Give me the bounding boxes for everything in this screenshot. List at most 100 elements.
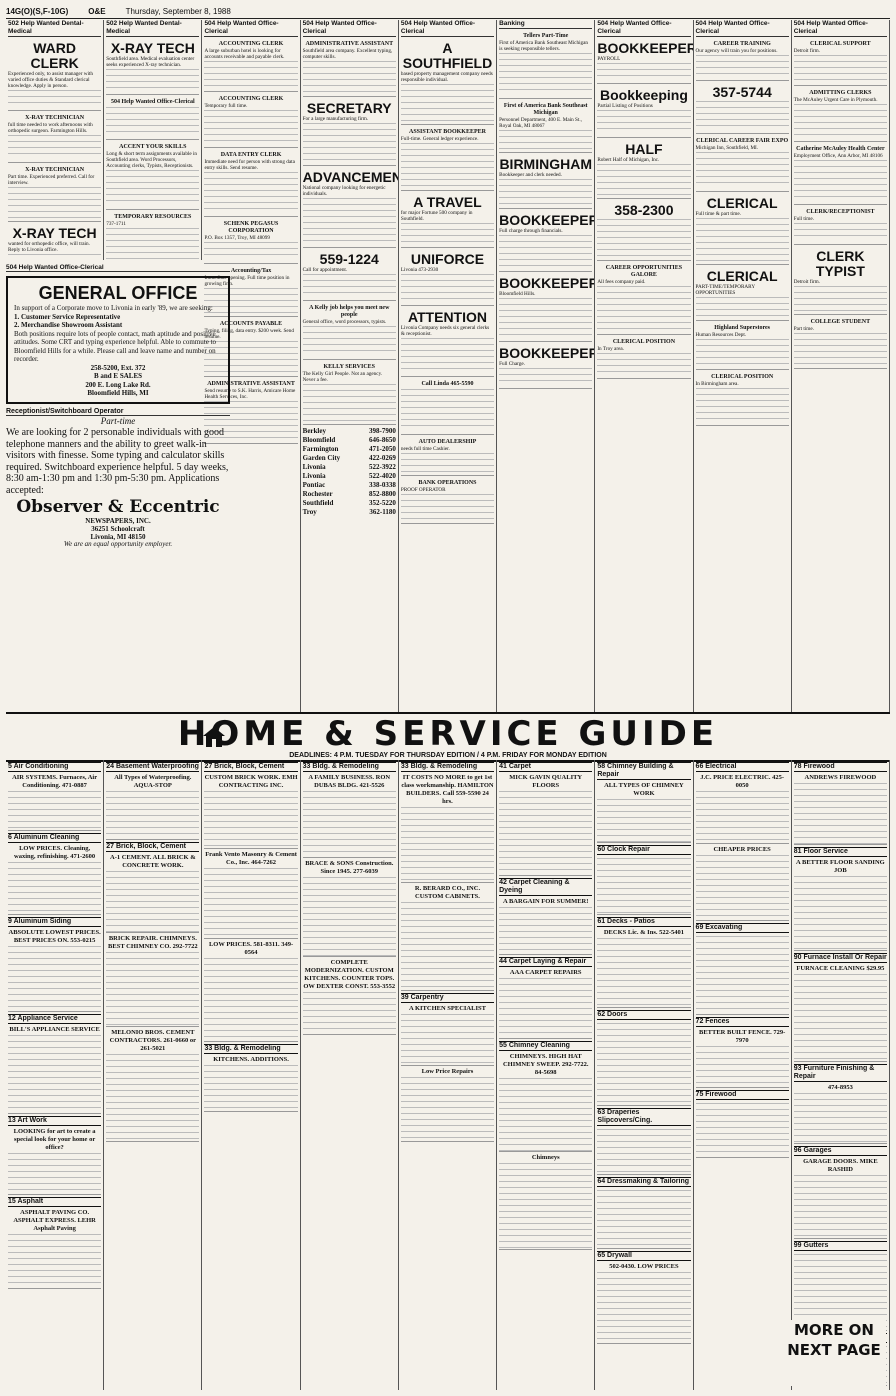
service-ad-fine-print	[695, 1102, 789, 1158]
ad-text: P.O. Box 1357, Troy, MI 48099	[204, 235, 270, 241]
service-category-heading: 42 Carpet Cleaning & Dyeing	[499, 878, 593, 896]
ad-title: CLERK/RECEPTIONIST	[806, 209, 875, 215]
ad-title: CLERICAL POSITION	[612, 339, 676, 345]
ad-fine-print	[499, 129, 593, 149]
service-ad-text: 502-0430. LOW PRICES	[609, 1263, 679, 1270]
ad-text: Southfield area company. Excellent typin…	[302, 48, 393, 60]
office-city: Farmington	[302, 445, 339, 453]
office-city: Bloomfield	[302, 436, 336, 444]
ad-fine-print	[695, 296, 789, 317]
ad-text: Full Charge.	[499, 361, 525, 367]
column-heading: 502 Help Wanted Dental-Medical	[106, 20, 200, 37]
service-category-heading: 6 Aluminum Cleaning	[8, 833, 102, 843]
service-category-heading: 99 Gutters	[793, 1241, 887, 1251]
ad-fine-print	[400, 83, 495, 121]
service-ad-fine-print	[499, 906, 593, 955]
ad-text: 737-1711	[106, 221, 126, 227]
ad-fine-print	[204, 171, 298, 213]
service-category-heading: 93 Furniture Finishing & Repair	[793, 1064, 887, 1082]
service-ad-fine-print	[793, 1092, 887, 1144]
ad-title: Call Linda 465-5590	[421, 381, 474, 387]
ad-fine-print	[204, 60, 298, 88]
service-category-heading: 78 Firewood	[793, 762, 887, 772]
ad-fine-print	[695, 100, 789, 130]
service-category-heading: 44 Carpet Laying & Repair	[499, 957, 593, 967]
equal-opportunity-note: We are an equal opportunity employer.	[63, 539, 173, 548]
service-category-heading: 12 Appliance Service	[8, 1014, 102, 1024]
service-ad-fine-print	[597, 798, 691, 843]
service-ad-text: LOOKING for art to create a special look…	[13, 1128, 96, 1151]
service-ad-text: A BARGAIN FOR SUMMER!	[503, 898, 589, 905]
ad-heading: Receptionist/Switchboard Operator	[6, 408, 230, 416]
logo-subtitle: NEWSPAPERS, INC.	[85, 516, 151, 525]
ad-text: Immediate opening. Full time position in…	[204, 275, 290, 287]
service-ad-text: LOW PRICES. Cleaning, waxing, refinishin…	[14, 845, 96, 860]
service-ad-text: CHEAPER PRICES	[713, 846, 771, 853]
service-ad-fine-print	[302, 790, 396, 858]
ad-title: WARD CLERK	[30, 40, 79, 71]
home-service-guide-banner: HOME & SERVICE GUIDE DEADLINES: 4 P.M. T…	[6, 712, 890, 762]
ad-fine-print	[597, 285, 691, 331]
service-ad-fine-print	[597, 1022, 691, 1106]
column-heading: 504 Help Wanted Office-Clerical	[793, 20, 887, 37]
service-ad-fine-print	[8, 861, 102, 915]
service-category-heading: 81 Floor Service	[793, 847, 887, 857]
ad-fine-print	[204, 241, 298, 260]
service-ad-text: CHIMNEYS. HIGH HAT CHIMNEY SWEEP. 292-77…	[502, 1053, 589, 1076]
banner-deadline: DEADLINES: 4 P.M. TUESDAY FOR THURSDAY E…	[289, 751, 607, 759]
service-category-heading: 33 Bldg. & Remodeling	[400, 762, 495, 772]
office-city: Troy	[302, 508, 317, 516]
ad-text: Detroit firm.	[793, 48, 820, 54]
service-ad-fine-print	[8, 1034, 102, 1114]
service-category-heading: 63 Draperies Slipcovers/Cing.	[597, 1108, 691, 1126]
classified-ad: BOOKKEEPERSBloomfield Hills.	[499, 274, 594, 342]
service-ad-text: AAA CARPET REPAIRS	[509, 969, 582, 976]
ad-text: Full-time. General ledger experience.	[400, 136, 479, 142]
service-ad-fine-print	[106, 1053, 200, 1142]
service-category-heading: 13 Art Work	[8, 1116, 102, 1126]
ad-phone: 258-5200, Ext. 372	[90, 363, 146, 372]
ad-text: full time needed to work afternoons with…	[8, 122, 93, 134]
ad-title: ADVANCEMENT?	[302, 169, 398, 185]
ad-text: First of America Bank Southeast Michigan…	[499, 40, 589, 52]
ad-text: PAYROLL	[597, 56, 621, 62]
ad-title: ATTENTION	[407, 309, 488, 325]
ad-text: Personnel Department, 400 E. Main St., R…	[499, 117, 582, 129]
ad-title: 504 Help Wanted Office-Clerical	[110, 99, 195, 105]
service-ad-fine-print	[106, 951, 200, 1027]
ad-title: A TRAVEL	[413, 194, 482, 210]
ad-text: PART-TIME/TEMPORARY OPPORTUNITIES	[695, 284, 755, 296]
ad-title: CAREER OPPORTUNITIES GALORE	[605, 265, 683, 278]
service-ad-fine-print	[400, 1013, 495, 1066]
service-ad-text: IT COSTS NO MORE to get 1st class workma…	[401, 774, 494, 805]
issue-date: Thursday, September 8, 1988	[125, 6, 231, 16]
ad-fine-print	[302, 122, 396, 162]
ad-address-2: Bloomfield Hills, MI	[87, 389, 149, 397]
ad-text: Livonia Company needs six general clerks…	[400, 325, 490, 337]
service-category-heading: 65 Drywall	[597, 1251, 691, 1261]
ad-address-1: 36251 Schoolcraft	[91, 524, 145, 533]
service-ad-text: BRICK REPAIR. CHIMNEYS. BEST CHIMNEY CO.…	[108, 935, 198, 950]
service-category-heading: 75 Firewood	[695, 1090, 789, 1100]
office-phone: 352-5220	[369, 499, 396, 507]
service-category-heading: 9 Aluminum Siding	[8, 917, 102, 927]
ad-fine-print	[695, 217, 789, 261]
service-ad-fine-print	[793, 1174, 887, 1239]
service-ad-text: Low Price Repairs	[421, 1068, 474, 1075]
